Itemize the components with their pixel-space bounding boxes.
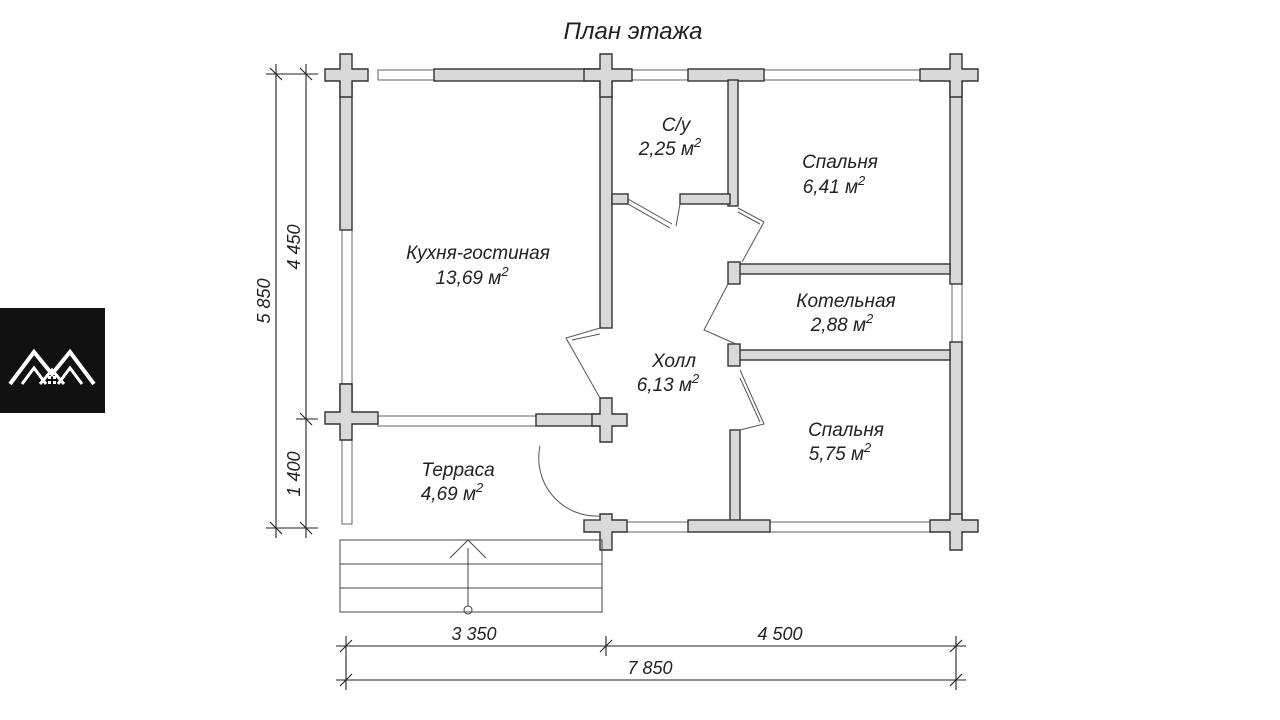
- wall-boiler-stub-top: [727, 261, 741, 285]
- room-area-boiler: 2,88 м2: [810, 311, 874, 336]
- wall-boiler-stub-bottom: [727, 343, 741, 367]
- corner-left-mid: [324, 383, 379, 441]
- dim-bottom-left: 3 350: [451, 624, 496, 644]
- dim-ticks-left: [269, 67, 313, 535]
- window-top-kitchen: [377, 69, 435, 81]
- window-left-kitchen: [341, 229, 353, 385]
- window-right-boiler: [951, 283, 963, 343]
- company-logo: [0, 308, 105, 413]
- wall-boiler-bedroom: [737, 349, 951, 361]
- terrace-steps: [339, 539, 603, 615]
- plan-title: План этажа: [564, 18, 703, 45]
- doors: [538, 198, 765, 521]
- steps-arrow-origin: [463, 605, 473, 615]
- wall-terrace: [535, 413, 601, 427]
- wall-bath-stub: [611, 193, 629, 205]
- door-bedroom-1: [737, 207, 765, 263]
- door-bedroom-2: [739, 369, 765, 431]
- room-area-bedroom-2: 5,75 м2: [809, 440, 872, 465]
- wall-bath-bottom: [679, 193, 731, 205]
- room-area-hall: 6,13 м2: [637, 371, 700, 396]
- window-top-bedroom: [763, 69, 921, 81]
- wall-hall-bedroom: [729, 429, 741, 523]
- room-name-bathroom: С/у: [662, 115, 692, 136]
- room-area-terrace: 4,69 м2: [421, 480, 484, 505]
- wall-kitchen-hall: [599, 79, 613, 329]
- window-left-terrace: [341, 437, 353, 525]
- window-bottom-hall: [625, 521, 689, 533]
- wall-right-2: [949, 341, 963, 523]
- corner-top-mid: [583, 53, 633, 98]
- wall-left-1: [339, 79, 353, 231]
- room-labels: С/у 2,25 м2 Спальня 6,41 м2 Кухня-гостин…: [406, 115, 896, 505]
- steps-outline: [339, 539, 603, 613]
- house-roof-logo-icon: [8, 348, 96, 386]
- wall-top-2: [687, 68, 765, 82]
- door-entrance-arc: [538, 445, 601, 517]
- room-area-bathroom: 2,25 м2: [638, 135, 702, 160]
- dim-bottom-total: 7 850: [627, 658, 672, 678]
- log-corners: [324, 53, 979, 551]
- dim-bottom-right: 4 500: [757, 624, 802, 644]
- door-kitchen: [565, 327, 601, 399]
- corner-top-left: [324, 53, 369, 98]
- room-name-kitchen: Кухня-гостиная: [406, 243, 550, 264]
- wall-top-1: [433, 68, 601, 82]
- room-name-terrace: Терраса: [421, 460, 494, 481]
- dim-left-lower: 1 400: [284, 451, 304, 496]
- corner-mid: [591, 397, 628, 443]
- wall-bath-bedroom: [727, 79, 739, 207]
- steps-arrow-head: [449, 539, 487, 559]
- corner-top-right: [919, 53, 979, 98]
- room-name-boiler: Котельная: [796, 291, 895, 312]
- door-bath: [627, 198, 673, 229]
- room-area-bedroom-1: 6,41 м2: [803, 173, 866, 198]
- room-name-bedroom-1: Спальня: [802, 152, 878, 173]
- wall-right-1: [949, 79, 963, 285]
- door-bath-arc: [675, 203, 681, 227]
- wall-bedroom-boiler: [737, 263, 951, 275]
- dim-left-total: 5 850: [254, 278, 274, 323]
- corner-bottom-mid: [583, 513, 628, 551]
- door-boiler: [703, 283, 737, 345]
- dim-ticks-bottom: [339, 639, 963, 687]
- window-terrace-wall: [377, 415, 537, 427]
- dimensions-left: 5 850 4 450 1 400: [254, 64, 318, 538]
- window-top-bath: [631, 69, 689, 81]
- dim-left-upper: 4 450: [284, 224, 304, 269]
- corner-bottom-right: [929, 513, 979, 551]
- wall-bottom-1: [687, 519, 771, 533]
- dimensions-bottom: 3 350 4 500 7 850: [336, 624, 966, 690]
- walls: [339, 68, 963, 533]
- room-name-bedroom-2: Спальня: [808, 420, 884, 441]
- window-bottom-bedroom: [769, 521, 931, 533]
- room-name-hall: Холл: [651, 351, 696, 372]
- room-area-kitchen: 13,69 м2: [435, 264, 509, 289]
